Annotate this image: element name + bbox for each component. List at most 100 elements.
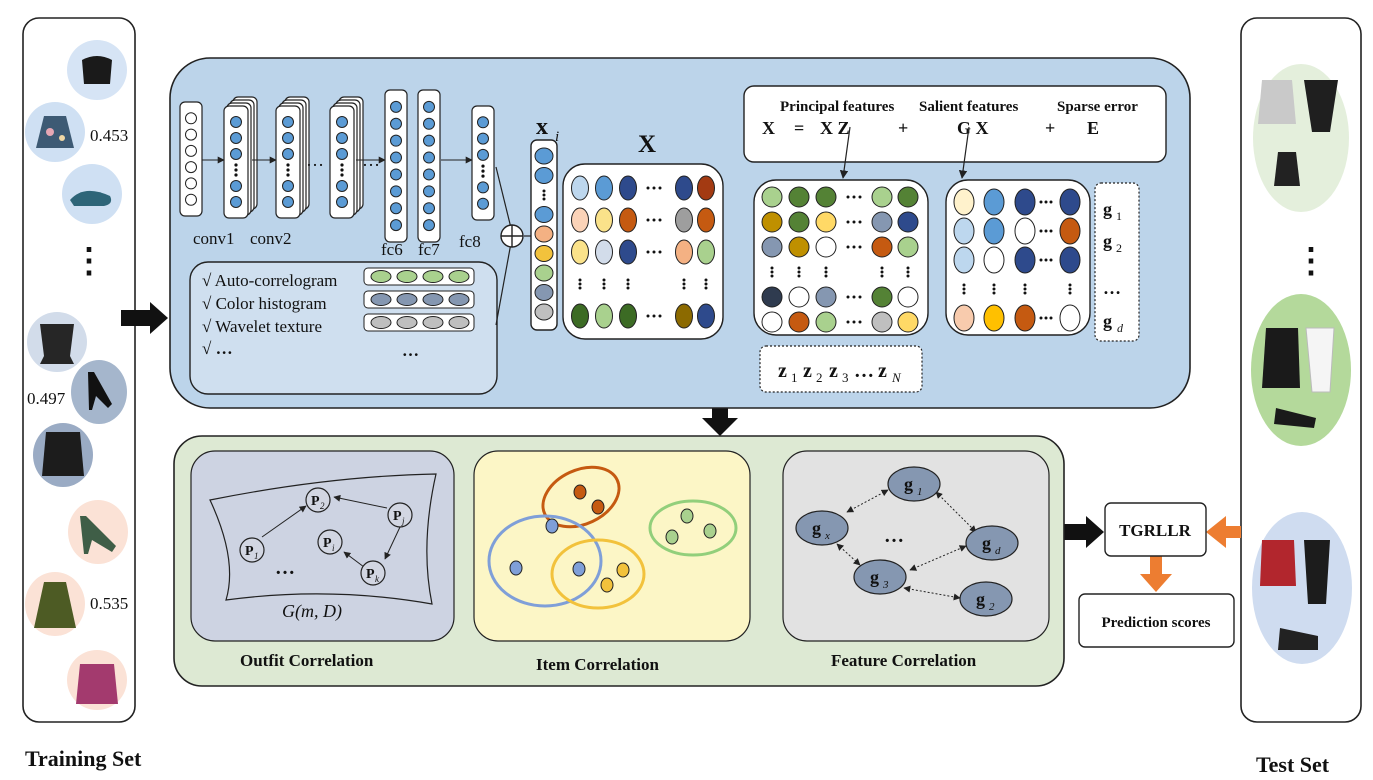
svg-text:g: g bbox=[904, 474, 913, 494]
svg-text:2: 2 bbox=[816, 370, 823, 385]
svg-text:g: g bbox=[1103, 311, 1112, 331]
feature-matrix-X: X bbox=[562, 131, 724, 340]
principal-features-label: Principal features bbox=[780, 99, 894, 115]
svg-text:d: d bbox=[1117, 321, 1124, 335]
training-to-cnn-arrow bbox=[121, 302, 168, 334]
svg-text:i: i bbox=[332, 543, 335, 553]
test-outfit-3 bbox=[1252, 512, 1352, 664]
svg-text:3: 3 bbox=[842, 370, 849, 385]
item-dot bbox=[509, 560, 523, 576]
z-vector-box: z 1 z 2 z 3 … z N bbox=[759, 345, 923, 393]
item-dot bbox=[680, 508, 694, 524]
svg-text:P: P bbox=[323, 536, 332, 551]
svg-text:1: 1 bbox=[254, 551, 259, 561]
equation-term-xz: X Z bbox=[820, 118, 850, 138]
cnn-dots-2: … bbox=[362, 150, 380, 170]
test-set-label: Test Set bbox=[1256, 752, 1330, 777]
correlation-to-model-arrow bbox=[1060, 516, 1104, 548]
training-item-skirt-1 bbox=[25, 102, 85, 162]
xi-element bbox=[534, 303, 554, 321]
fc6-layer bbox=[384, 89, 408, 243]
cnn-dots-1: … bbox=[306, 150, 324, 170]
xi-element bbox=[534, 225, 554, 243]
svg-text:g: g bbox=[982, 533, 991, 553]
equation-lhs: X bbox=[762, 118, 775, 138]
handcrafted-wavelet-texture: √ Wavelet texture bbox=[202, 317, 322, 336]
xi-element bbox=[534, 284, 554, 301]
svg-text:P: P bbox=[393, 509, 402, 524]
svg-text:1: 1 bbox=[1116, 209, 1122, 223]
item-dot bbox=[600, 577, 614, 593]
training-item-cardigan bbox=[67, 650, 127, 710]
z-dots: … bbox=[854, 360, 874, 382]
conv2-layer bbox=[275, 96, 310, 219]
feature-correlation-title: Feature Correlation bbox=[831, 651, 977, 670]
equation-plus-1: + bbox=[898, 118, 908, 138]
item-dot bbox=[665, 529, 679, 545]
item-dot bbox=[703, 523, 717, 539]
fc7-layer bbox=[417, 89, 441, 243]
item-dot bbox=[591, 499, 605, 515]
svg-text:k: k bbox=[375, 574, 380, 584]
handcrafted-dots: … bbox=[402, 341, 419, 360]
equation-eq: = bbox=[794, 118, 804, 138]
item-correlation-box bbox=[473, 450, 751, 642]
handcrafted-features-box: √ Auto-correlogram √ Color histogram √ W… bbox=[189, 261, 498, 395]
handcrafted-vector-2 bbox=[363, 290, 475, 309]
svg-text:j: j bbox=[401, 516, 405, 526]
principal-matrix-Z bbox=[753, 179, 929, 336]
svg-text:x: x bbox=[824, 530, 830, 542]
xi-element bbox=[534, 147, 554, 165]
training-set-label: Training Set bbox=[25, 746, 142, 771]
svg-text:2: 2 bbox=[989, 601, 995, 613]
handcrafted-vector-3 bbox=[363, 313, 475, 332]
conv-layer-3 bbox=[329, 96, 364, 219]
training-ellipsis: ⋮ bbox=[72, 243, 106, 280]
test-outfit-2 bbox=[1251, 294, 1351, 446]
handcrafted-color-histogram: √ Color histogram bbox=[202, 294, 327, 313]
cnn-network: conv1 conv2 fc6 fc7 fc8 … … bbox=[179, 89, 495, 259]
z-1: z bbox=[778, 360, 787, 382]
handcrafted-autocorrelogram: √ Auto-correlogram bbox=[202, 271, 337, 290]
layer-label-fc8: fc8 bbox=[459, 232, 481, 251]
layer-label-fc6: fc6 bbox=[381, 240, 403, 259]
top-to-bottom-arrow bbox=[702, 392, 738, 436]
svg-text:3: 3 bbox=[882, 579, 889, 591]
equation-plus-2: + bbox=[1045, 118, 1055, 138]
training-score-1: 0.453 bbox=[90, 126, 128, 145]
g-d: g d bbox=[1103, 311, 1124, 335]
svg-text:N: N bbox=[891, 370, 902, 385]
equation-term-gx: G X bbox=[957, 118, 989, 138]
prediction-scores-box: Prediction scores bbox=[1078, 593, 1235, 648]
test-to-model-arrow bbox=[1206, 516, 1241, 548]
equation-box: Principal features Salient features Spar… bbox=[743, 85, 1167, 179]
model-name: TGRLLR bbox=[1119, 521, 1192, 540]
training-set-panel: 0.453 0.497 0.535 ⋮ bbox=[22, 17, 136, 723]
training-item-skirt-2 bbox=[25, 572, 85, 636]
training-item-shoe-3 bbox=[68, 500, 128, 564]
fc8-layer bbox=[471, 105, 495, 221]
training-score-2: 0.497 bbox=[27, 389, 66, 408]
g-2: g 2 bbox=[1103, 231, 1122, 255]
g-vector-box: g 1 g 2 … g d bbox=[1094, 182, 1140, 342]
test-ellipsis: ⋮ bbox=[1294, 243, 1328, 280]
xi-subscript: i bbox=[555, 129, 559, 145]
training-score-3: 0.535 bbox=[90, 594, 128, 613]
item-dot bbox=[616, 562, 630, 578]
layer-label-fc7: fc7 bbox=[418, 240, 440, 259]
tgrllr-model-box: TGRLLR bbox=[1104, 502, 1207, 557]
salient-matrix-G bbox=[945, 179, 1091, 336]
item-correlation-title: Item Correlation bbox=[536, 655, 659, 674]
xi-element bbox=[534, 264, 554, 282]
handcrafted-more: √ … bbox=[202, 339, 233, 358]
input-layer bbox=[179, 101, 203, 217]
z-3: z bbox=[829, 360, 838, 382]
